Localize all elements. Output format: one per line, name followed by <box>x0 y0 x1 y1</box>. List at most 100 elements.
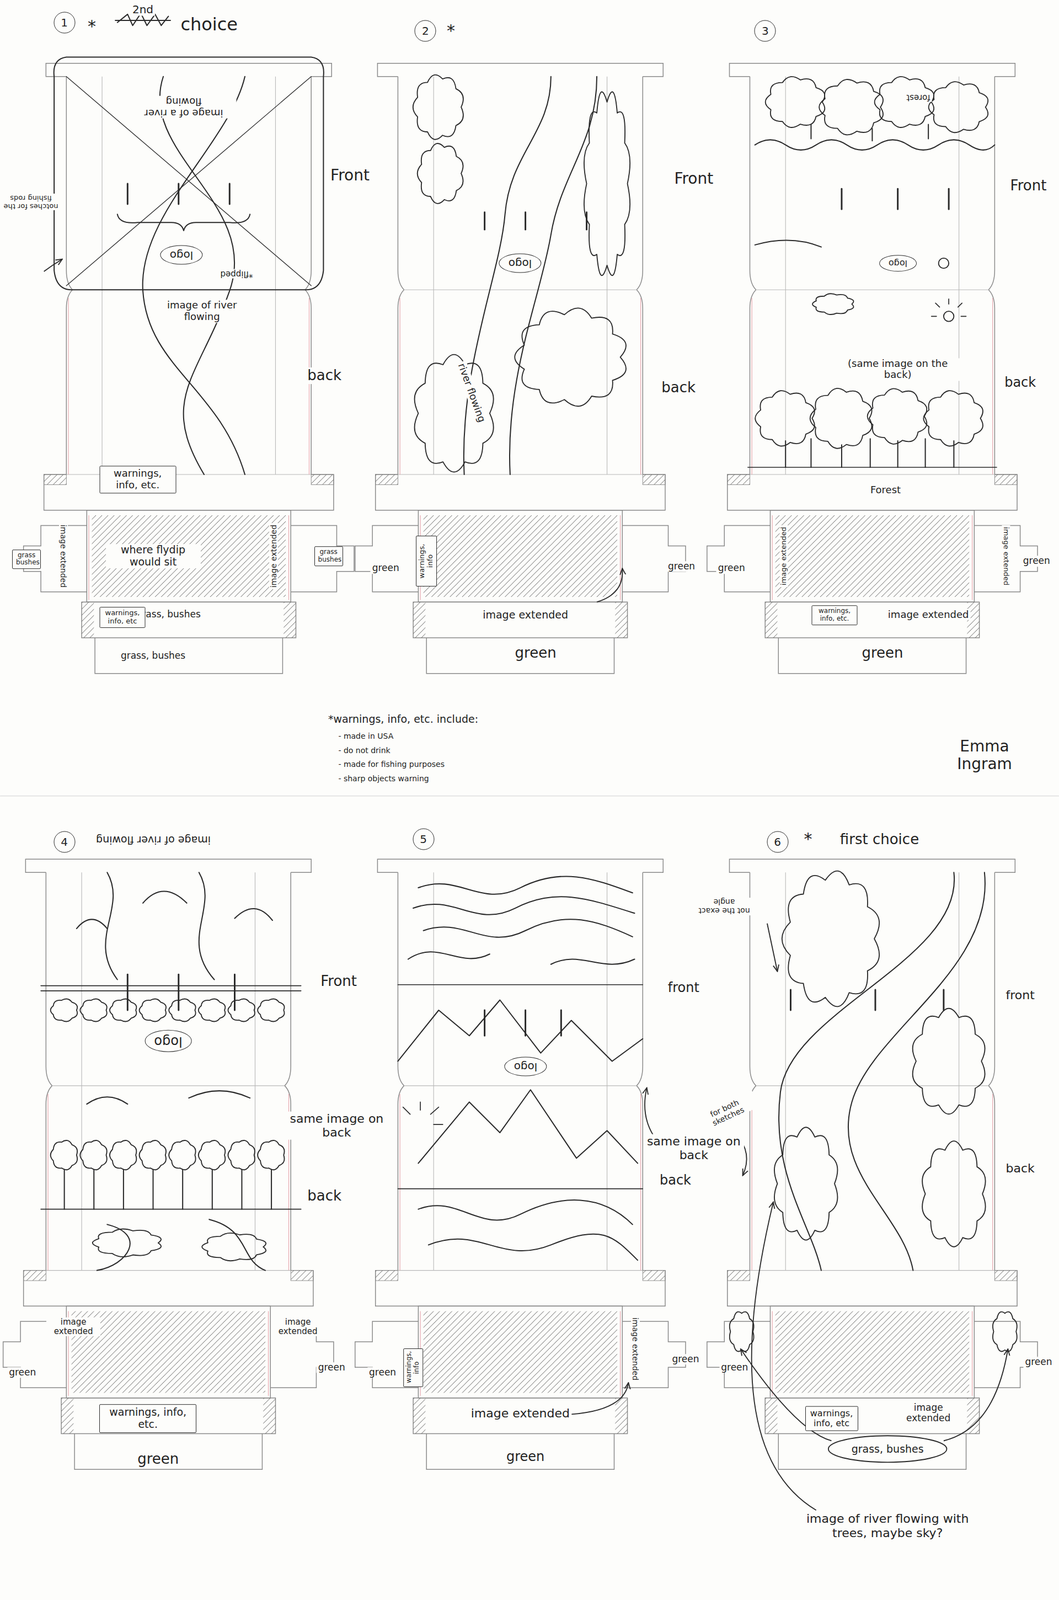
handwritten-label: image extended <box>779 525 788 587</box>
pen-stroke <box>152 1169 154 1210</box>
info-box: warnings, info, etc. <box>99 1403 197 1433</box>
dieline-edge <box>375 474 666 511</box>
leader-arrow <box>767 923 778 972</box>
dieline-edge <box>45 872 291 1086</box>
node-text: logo <box>513 1059 538 1073</box>
tree-cloud <box>810 388 873 449</box>
pen-stroke <box>408 951 635 964</box>
handwritten-label: (same image on the back) <box>835 357 961 381</box>
pen-stroke <box>270 1169 272 1210</box>
info-box: warnings, info, etc. <box>811 605 858 626</box>
handwritten-label: same image on back <box>643 1134 745 1163</box>
leader-arrow <box>751 1201 817 1511</box>
handwritten-label: image extended <box>480 608 570 622</box>
node-text: logo <box>169 248 194 262</box>
tree-cloud <box>257 998 285 1022</box>
pen-stroke <box>97 1218 266 1270</box>
dieline-edge <box>729 63 1016 77</box>
tree-cloud <box>168 998 196 1022</box>
hatched-area <box>727 474 751 485</box>
ground-line <box>40 1208 302 1210</box>
hatched-area <box>92 515 286 597</box>
handwritten-label: image of river flowing with trees, maybe… <box>801 1511 974 1540</box>
rod-notch <box>126 974 129 1010</box>
tree-cloud <box>198 998 226 1022</box>
dieline-edge <box>25 858 312 873</box>
hatched-area <box>23 1270 47 1281</box>
tree-cloud <box>992 1311 1018 1352</box>
horizon <box>397 983 643 986</box>
fold-line <box>433 76 607 475</box>
handwritten-label: green <box>367 1366 398 1378</box>
handwritten-label: image extended <box>269 522 278 590</box>
fold-line <box>45 1269 291 1271</box>
fold-line <box>749 473 995 475</box>
handwritten-label: where flydip would sit <box>105 543 201 569</box>
handwritten-label: green <box>504 1449 547 1465</box>
handwritten-label: first choice <box>838 831 921 848</box>
horizon <box>397 1188 643 1190</box>
node-text: 2 <box>421 24 430 37</box>
tree-cloud <box>109 1140 137 1170</box>
pen-stroke <box>105 872 215 980</box>
fold-line <box>397 473 643 475</box>
bleed-line <box>399 1093 641 1396</box>
tree-cloud <box>139 1140 167 1170</box>
tree-cloud <box>198 1140 226 1170</box>
tree-cloud <box>50 1140 78 1170</box>
hatched-area <box>423 515 618 597</box>
handwritten-label: Emma Ingram <box>947 737 1023 773</box>
info-box: warnings, info <box>403 1348 424 1387</box>
tree-cloud <box>79 998 107 1022</box>
handwritten-label: image extended <box>469 1405 572 1420</box>
bleed-line <box>47 1093 289 1396</box>
handwritten-label: - made for fishing purposes <box>336 759 447 769</box>
handwritten-label: image extended <box>46 1316 101 1336</box>
fold-line <box>756 289 989 291</box>
pen-stroke <box>211 1169 213 1210</box>
handwritten-label: 2nd <box>130 2 155 16</box>
leader-arrow <box>44 259 63 272</box>
node-text: logo <box>888 258 908 269</box>
tree-cloud <box>139 998 167 1022</box>
sun-rays <box>931 298 967 317</box>
hatched-area <box>375 1270 399 1281</box>
fold-line <box>404 1084 638 1086</box>
dieline-edge <box>778 1433 966 1470</box>
tree-cloud <box>874 76 935 128</box>
handwritten-label: back <box>659 379 698 397</box>
info-box: warnings, info, etc. <box>99 466 176 494</box>
pen-stroke <box>755 239 822 247</box>
info-box: warnings, info, etc <box>99 606 146 628</box>
node-text: 3 <box>761 24 769 37</box>
logo-oval: logo <box>504 1056 547 1076</box>
rod-notch <box>524 212 527 230</box>
handwritten-label: image of river flowing <box>94 833 213 846</box>
dieline <box>23 57 355 674</box>
dieline-edge <box>61 1397 276 1434</box>
dieline <box>355 63 686 674</box>
handwritten-label: Front <box>672 169 715 188</box>
handwritten-label: Front <box>318 972 359 990</box>
handwritten-label: forest <box>904 92 932 102</box>
dieline-edge <box>94 637 283 674</box>
logo-oval: logo <box>499 253 542 274</box>
node-text: warnings, info <box>417 543 435 579</box>
handwritten-label: green <box>513 644 559 662</box>
dieline-edge <box>778 637 966 674</box>
tree-cloud <box>729 1311 754 1352</box>
handwritten-label: image extended <box>270 1316 325 1336</box>
dieline-edge <box>769 510 975 602</box>
tree-cloud <box>923 390 983 446</box>
rod-notch <box>177 974 180 1010</box>
dieline-edge <box>418 1305 623 1398</box>
rod-notch <box>840 188 843 210</box>
dieline-edge <box>749 872 995 1086</box>
tree-cloud <box>584 92 630 276</box>
dieline-edge <box>749 76 995 291</box>
tree-cloud <box>109 998 137 1022</box>
handwritten-label: - do not drink <box>336 745 392 754</box>
dieline-edge <box>727 1270 1018 1307</box>
leader-arrow <box>596 568 623 602</box>
sketch-number: 6 <box>766 831 789 853</box>
